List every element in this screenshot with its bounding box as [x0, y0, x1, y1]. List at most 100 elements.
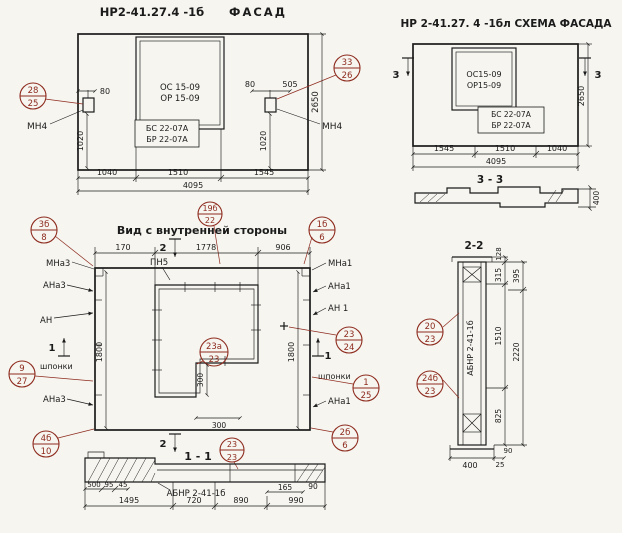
dim-45: 45	[119, 481, 128, 489]
callout-number: 19б	[202, 204, 217, 213]
dim-400: 400	[592, 191, 601, 206]
callout-number: 1б	[317, 220, 328, 230]
section-mark-2-bottom: 2	[160, 439, 167, 450]
section-2-2-profile	[457, 261, 487, 446]
dim-2650: 2650	[577, 86, 586, 106]
section-mark-3-right: 3	[595, 70, 602, 81]
dim-1040: 1040	[97, 168, 117, 177]
callout-33-26: 33 26	[276, 54, 361, 100]
label-abnr-vertical: АБНР 2-41-1б	[466, 320, 475, 375]
dim-395: 395	[512, 269, 521, 284]
dim-1495: 1495	[119, 496, 139, 505]
callout-number: 23а	[206, 342, 222, 352]
mark-os: ОС15-09	[466, 70, 501, 79]
dim-2220: 2220	[512, 342, 521, 361]
mark-br: БР 22-07А	[492, 121, 532, 130]
dim-1020-left: 1020	[76, 131, 85, 151]
dim-505: 505	[282, 80, 297, 89]
section-3-3-label: 3 - 3	[477, 174, 503, 186]
section-1-1-label: 1 - 1	[184, 450, 212, 463]
callout-number: 23	[425, 335, 436, 345]
dim-1545: 1545	[434, 144, 454, 153]
dim-1800-left: 1800	[95, 342, 104, 362]
dim-1020-right: 1020	[259, 131, 268, 151]
dim-165: 165	[278, 483, 293, 492]
dim-1545: 1545	[254, 168, 274, 177]
callout-number: 33	[342, 58, 353, 68]
scheme-panel-outline	[412, 43, 579, 147]
dim-1800-right: 1800	[287, 342, 296, 362]
interior-title: Вид с внутренней стороны	[117, 224, 287, 237]
mark-br: БР 22-07А	[146, 135, 188, 144]
callout-28-25: 28 25	[19, 82, 84, 110]
label-an1: АН 1	[328, 304, 348, 314]
dim-906: 906	[275, 243, 290, 252]
section-2-2-title: 2-2	[465, 240, 484, 252]
callout-number: 28	[28, 86, 39, 96]
dim-90: 90	[308, 482, 318, 491]
callout-23-24: 23 24	[288, 326, 363, 354]
dim-990: 990	[288, 496, 303, 505]
dim-80-right: 80	[245, 80, 255, 89]
callout-number: 1	[363, 378, 368, 388]
dim-90: 90	[504, 447, 513, 455]
scheme-title: НР 2-41.27. 4 -1бл СХЕМА ФАСАДА	[400, 18, 612, 30]
section-mark-1-right: 1	[325, 351, 332, 362]
facade-title-code: НР2-41.27.4 -1б	[100, 5, 204, 19]
callout-3b-8: 3б 8	[30, 216, 94, 267]
callout-number: 4б	[41, 434, 52, 444]
facade-panel-outline	[77, 33, 309, 171]
mark-bs: БС 22-07А	[491, 110, 532, 119]
facade-anchor-right	[264, 97, 277, 113]
label-ana1-lower: АНа1	[328, 397, 351, 407]
dim-4095: 4095	[486, 157, 506, 166]
mark-bs: БС 22-07А	[146, 124, 189, 133]
dim-1778: 1778	[196, 243, 216, 252]
dim-25: 25	[496, 461, 505, 469]
callout-2b-6: 2б 6	[310, 424, 359, 452]
scheme-window-opening	[451, 47, 517, 111]
dim-300-vert: 300	[196, 373, 205, 388]
mark-plate	[134, 119, 200, 148]
callout-number: 23	[227, 440, 237, 449]
dim-95: 95	[105, 481, 114, 489]
mark-or: ОР 15-09	[160, 94, 199, 104]
label-pn5: ПН5	[150, 258, 168, 268]
callout-number: 25	[361, 391, 372, 401]
callout-number: 24	[344, 343, 355, 353]
facade-title: ФАСАД	[229, 5, 287, 19]
dim-890: 890	[233, 496, 248, 505]
label-an: АН	[40, 316, 52, 326]
facade-anchor-left	[82, 97, 95, 113]
label-ana3-lower: АНа3	[43, 395, 66, 405]
interior-view-drawing: Вид с внутренней стороны 3б 8 19б 22 1б …	[8, 201, 380, 470]
callout-number: 20	[425, 322, 436, 332]
callout-number: 26	[342, 71, 353, 81]
dim-128: 128	[495, 247, 503, 260]
dim-1510: 1510	[494, 326, 503, 345]
label-ana1-upper: АНа1	[328, 282, 351, 292]
label-ana3-upper: АНа3	[43, 281, 66, 291]
callout-1-25: 1 25	[311, 374, 380, 402]
mark-plate	[477, 106, 545, 134]
dim-1510: 1510	[168, 168, 188, 177]
dim-300-horiz: 300	[212, 421, 227, 430]
interior-panel-outline	[94, 267, 311, 431]
callout-20-23: 20 23	[416, 312, 460, 346]
callout-23a-23: 23а 23	[196, 337, 229, 367]
label-mn4-right: МН4	[322, 122, 343, 132]
section-2-2-drawing: 2-2 АБНР 2-41-1б 20 23 24б 23 128 315 15…	[416, 240, 527, 470]
facade-drawing: НР2-41.27.4 -1б ФАСАД 80 80 505 ОС 15-09…	[19, 5, 361, 195]
callout-number: 22	[205, 216, 215, 225]
callout-9-27: 9 27	[8, 360, 94, 388]
label-shponki-left: шпонки	[40, 362, 73, 371]
label-mna3: МНа3	[46, 259, 70, 269]
dim-4095: 4095	[183, 181, 203, 190]
dim-500: 500	[87, 481, 100, 489]
callout-number: 3б	[39, 220, 50, 230]
callout-number: 2б	[340, 428, 351, 438]
mark-or: ОР15-09	[467, 81, 501, 90]
callout-number: 6	[319, 233, 324, 243]
